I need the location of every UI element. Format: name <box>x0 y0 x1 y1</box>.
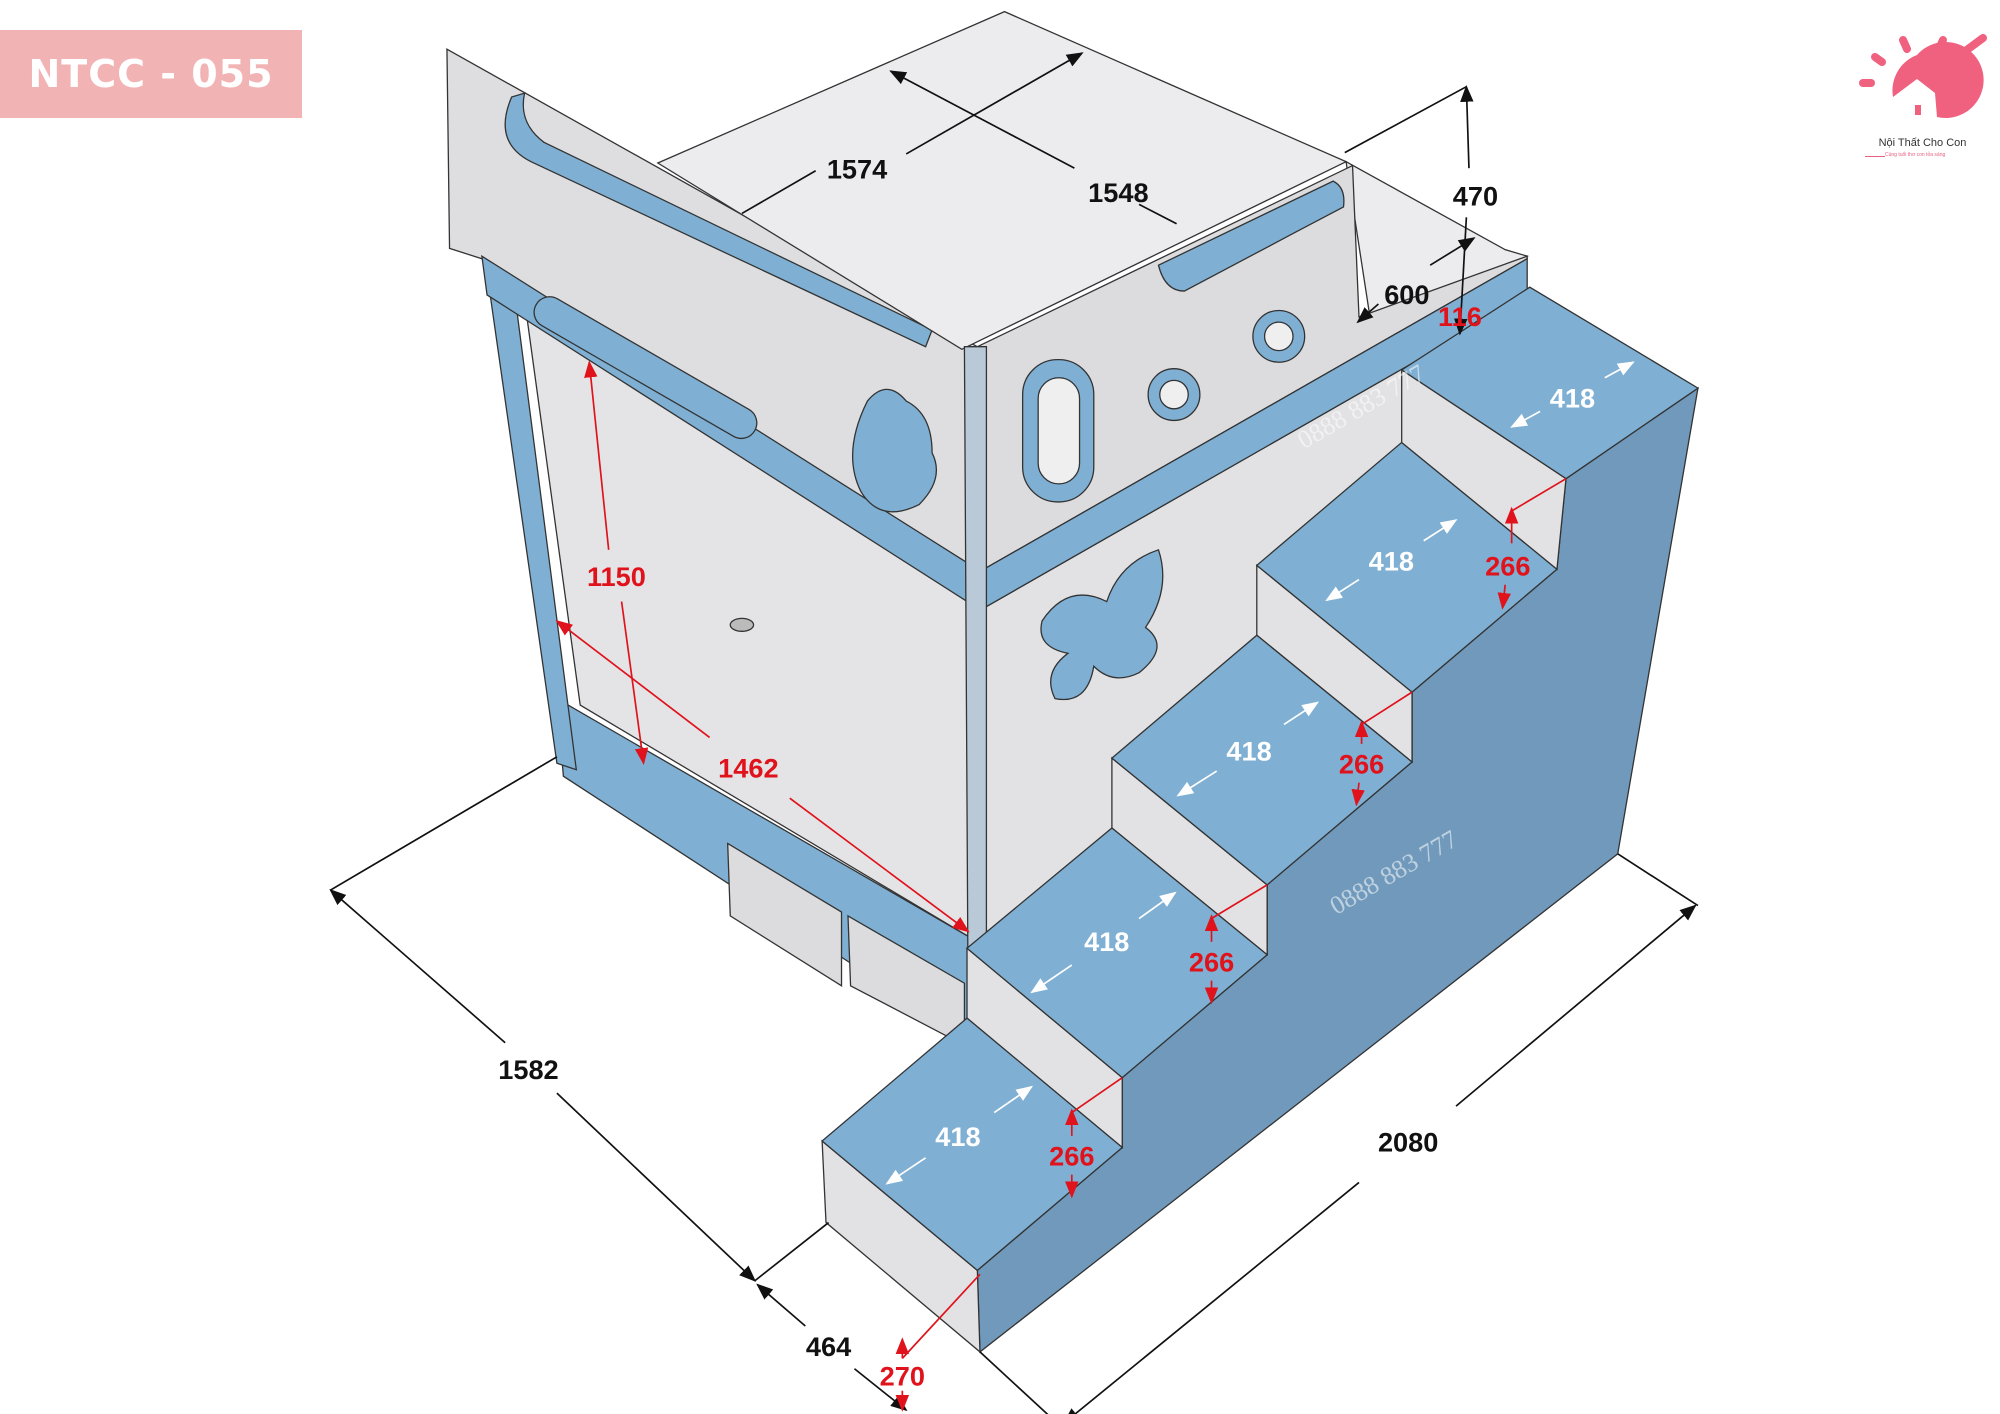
dim-riser-height: 266 <box>1339 749 1384 780</box>
brand-tagline: Cùng tuổi thơ con tỏa sáng <box>1885 152 1946 158</box>
dim-first-step-height: 270 <box>880 1361 925 1392</box>
brand-logo: Nội Thất Cho Con Cùng tuổi thơ con tỏa s… <box>1855 25 1990 165</box>
dim-riser-height: 266 <box>1189 947 1234 978</box>
dim-rail-height: 470 <box>1453 181 1498 212</box>
dim-inner-diagonal: 1462 <box>718 753 778 784</box>
dim-tread-width: 418 <box>1369 546 1414 577</box>
product-code: NTCC - 055 <box>28 52 274 96</box>
dim-step-depth: 464 <box>806 1331 851 1362</box>
dim-tread-width: 418 <box>1226 736 1271 767</box>
dim-tread-width: 418 <box>935 1121 980 1152</box>
tagline-rule <box>1865 156 1885 157</box>
drawer <box>726 842 843 987</box>
bear-cutout-icon <box>852 388 937 513</box>
step-tread <box>1110 634 1414 886</box>
step-tread <box>965 827 1269 1079</box>
stair-unit <box>821 286 1700 1354</box>
butterfly-cutout-icon <box>1040 548 1164 701</box>
dim-inner-height: 1150 <box>587 561 646 592</box>
dimension-lines <box>329 52 1699 1414</box>
dim-overall-length: 2080 <box>1378 1126 1438 1157</box>
under-bed-space <box>488 290 972 1047</box>
dim-platform-step: 116 <box>1438 301 1482 332</box>
sun-house-logo-icon <box>1859 34 1987 118</box>
brand-name: Nội Thất Cho Con <box>1878 137 1967 149</box>
dim-riser-height: 266 <box>1049 1141 1094 1172</box>
side-panel <box>963 164 1528 1036</box>
dim-platform-depth: 600 <box>1384 279 1429 310</box>
dim-riser-height: 266 <box>1485 551 1530 582</box>
product-code-badge: NTCC - 055 <box>0 30 302 118</box>
step-tread <box>821 1017 1124 1272</box>
red-dimension-lines <box>555 360 1567 1412</box>
dim-tread-width: 418 <box>1550 383 1595 414</box>
dim-overall-width: 1582 <box>498 1054 558 1085</box>
head-end-panel <box>446 48 979 610</box>
tread-arrows <box>885 361 1635 1185</box>
screw-hole <box>729 617 755 632</box>
dim-top-length: 1548 <box>1088 177 1148 208</box>
dim-tread-width: 418 <box>1084 926 1129 957</box>
dim-top-width: 1574 <box>827 154 887 185</box>
